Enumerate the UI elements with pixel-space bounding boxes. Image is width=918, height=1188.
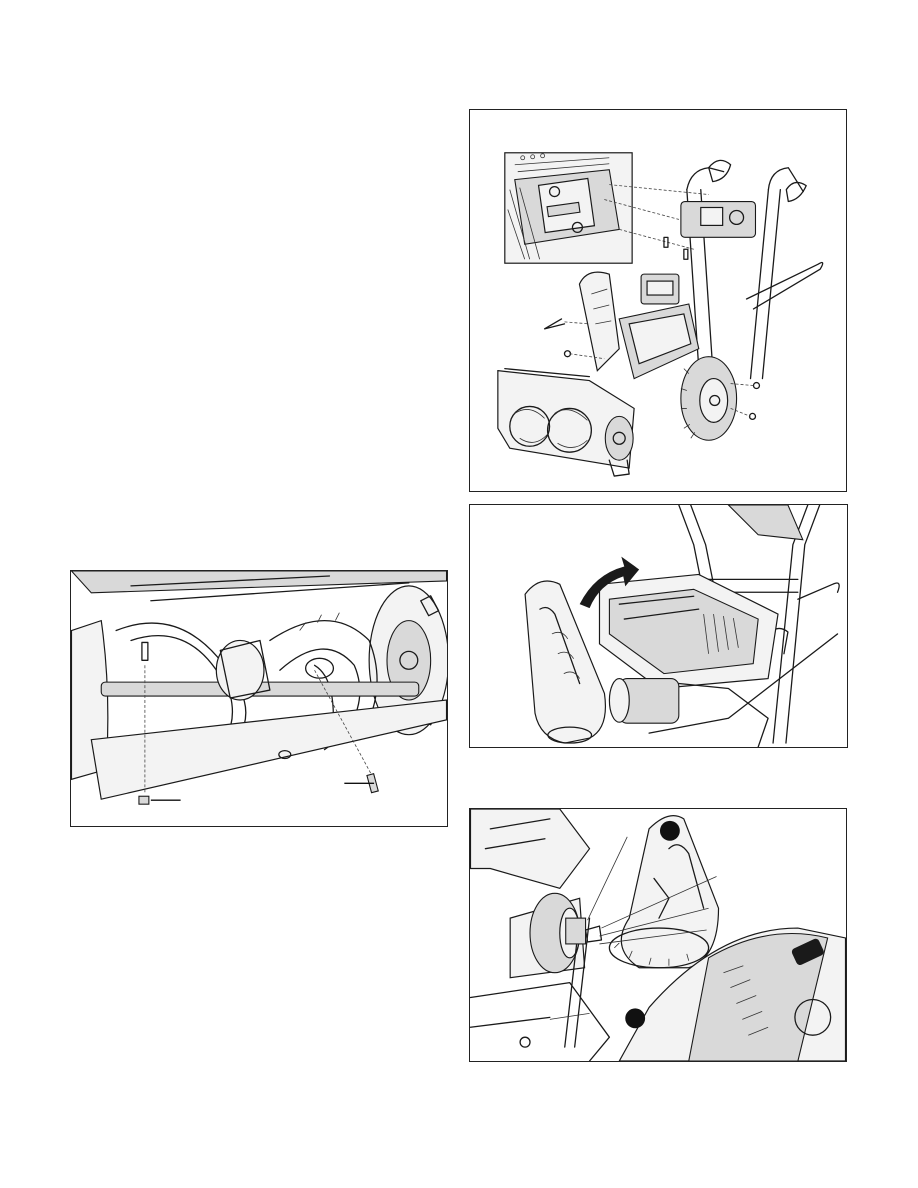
console — [728, 505, 802, 540]
chute-lift-figure — [469, 504, 848, 748]
auger-illustration — [71, 571, 447, 826]
auger-housing — [498, 369, 634, 476]
callout-dot-icon — [625, 1008, 645, 1028]
callout-dot-icon — [660, 821, 680, 841]
side-plate — [605, 416, 633, 460]
nut — [139, 796, 149, 804]
assembly-illustration — [470, 110, 846, 491]
chute-detail-illustration — [470, 809, 846, 1061]
chute-detail-figure — [469, 808, 847, 1062]
assembly-figure — [469, 109, 847, 492]
auger-figure — [70, 570, 448, 827]
handle-assembly — [681, 160, 823, 378]
motor-housing — [619, 274, 699, 378]
chute-lift-illustration — [470, 505, 847, 747]
discharge-chute — [525, 581, 605, 743]
right-grip — [786, 182, 806, 201]
wheel — [681, 357, 737, 441]
motor-housing — [599, 574, 778, 688]
